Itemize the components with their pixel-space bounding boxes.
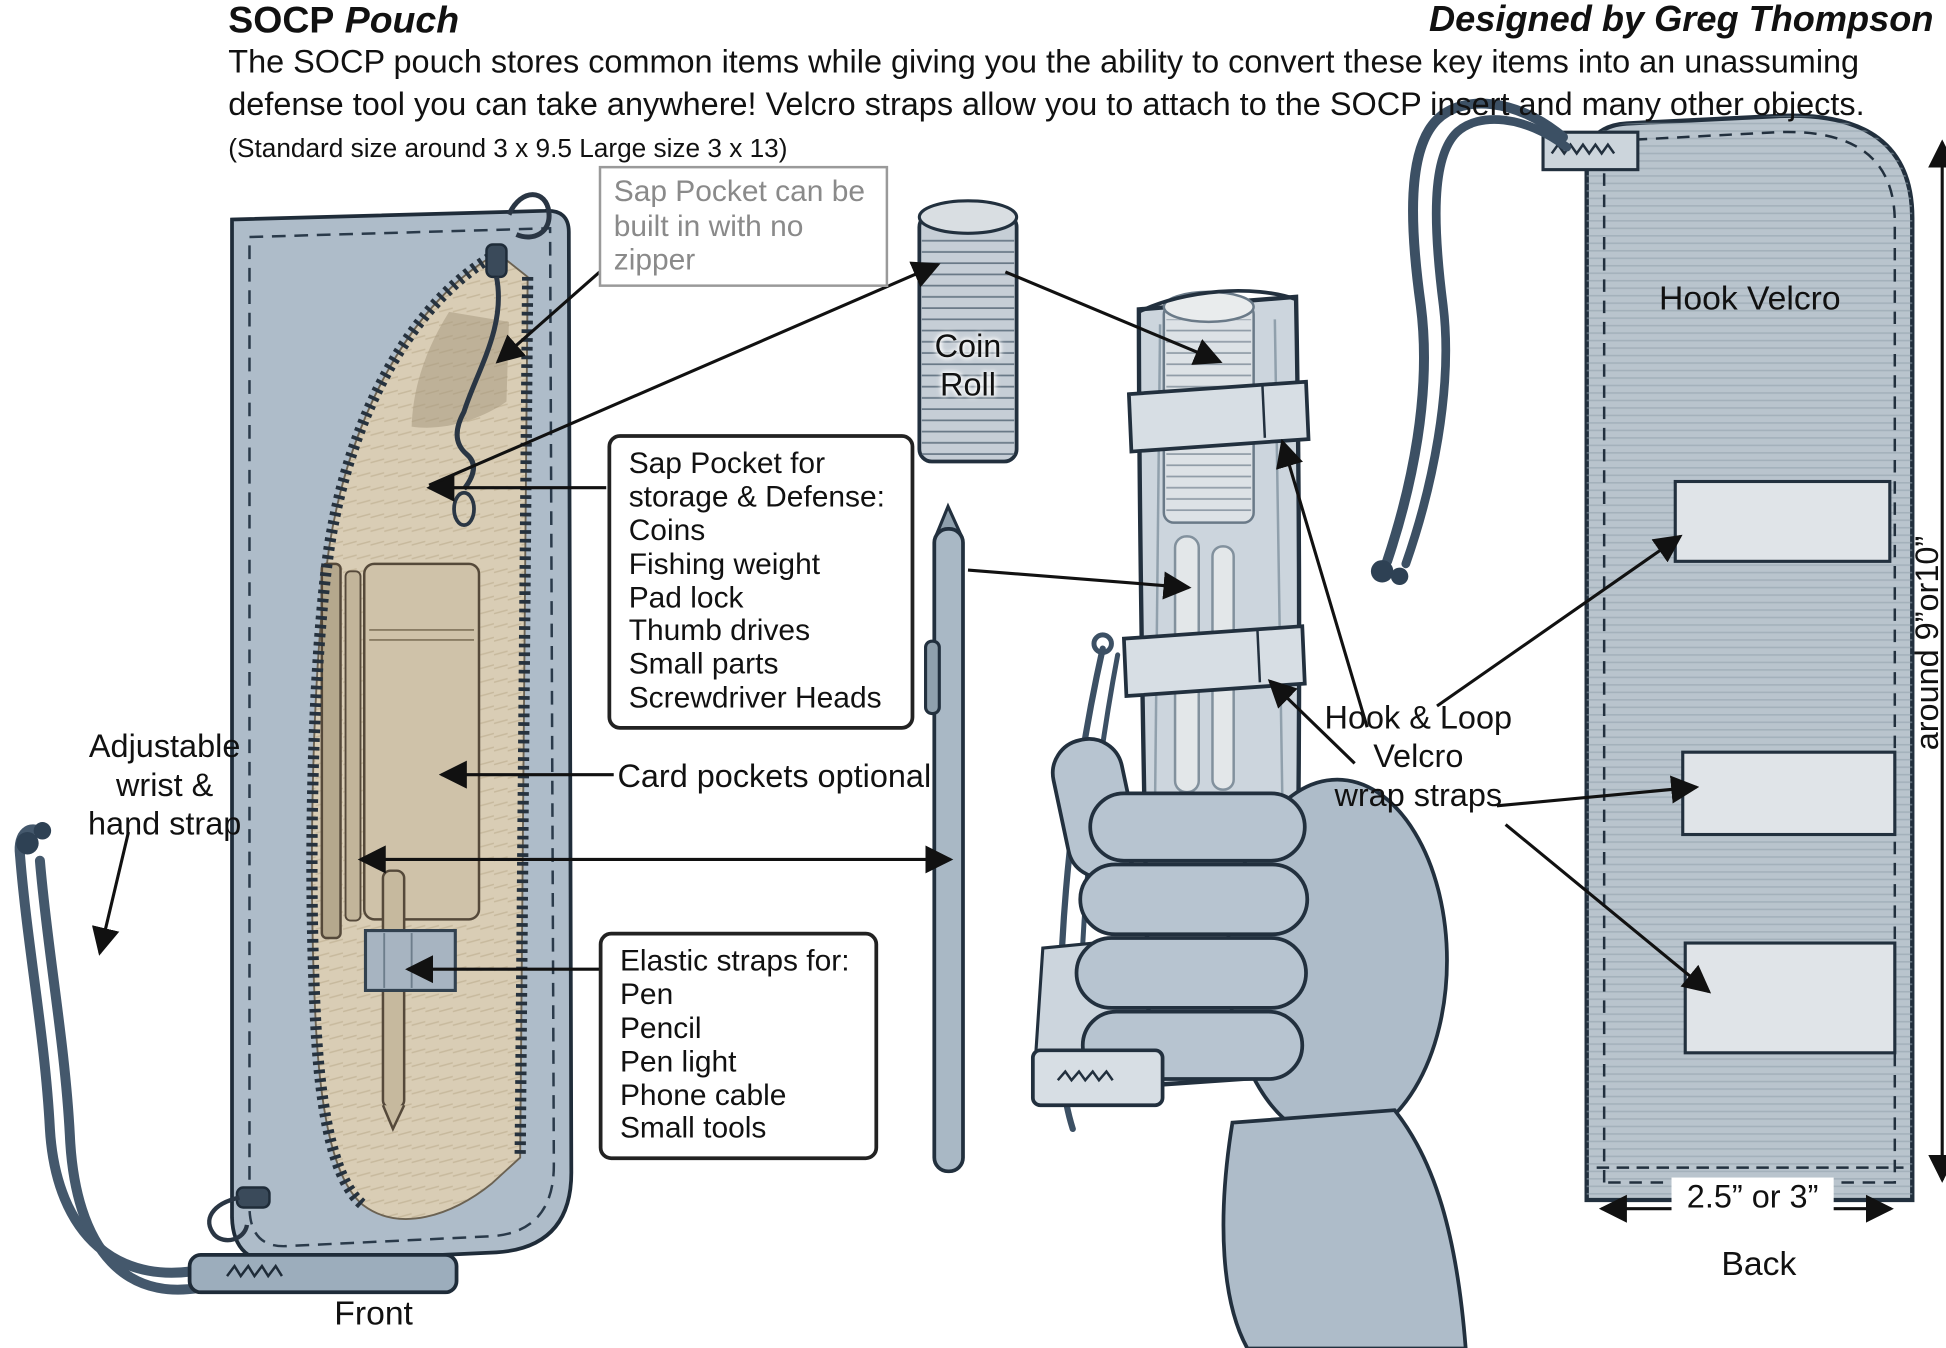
- pen-clip: [924, 639, 941, 716]
- title-main: SOCP: [228, 0, 335, 42]
- velcro-strip-2: [1681, 750, 1897, 837]
- description-text: The SOCP pouch stores common items while…: [228, 42, 1865, 122]
- velcro-strip-1: [1673, 479, 1892, 563]
- designer-credit: Designed by Greg Thompson: [1428, 0, 1934, 40]
- interior-shading: [411, 311, 509, 428]
- lanyard-knot: [1370, 560, 1394, 583]
- lanyard-knot: [1390, 567, 1409, 586]
- arrow-coinroll-to-baton: [1004, 270, 1223, 365]
- rolled-pouch-in-hand: [1030, 288, 1468, 1348]
- page-title: SOCP Pouch: [228, 0, 459, 42]
- elastic-box-item: Phone cable: [619, 1078, 787, 1113]
- width-dimension-label: 2.5” or 3”: [1671, 1177, 1834, 1217]
- coin-roll-label: Coin Roll: [934, 326, 1002, 403]
- back-view-label: Back: [1721, 1244, 1797, 1283]
- sap-box-item: Pad lock: [628, 580, 744, 615]
- hook-velcro-label: Hook Velcro: [1659, 279, 1841, 317]
- elastic-box-title: Elastic straps for:: [619, 944, 850, 978]
- card-pocket: [362, 562, 481, 921]
- sap-box-item: Fishing weight: [628, 547, 821, 581]
- elastic-box-item: Small tools: [619, 1111, 767, 1146]
- size-note: (Standard size around 3 x 9.5 Large size…: [228, 134, 788, 163]
- finger: [1074, 936, 1308, 1010]
- wrist-strap-label: Adjustable wrist & hand strap: [88, 727, 242, 842]
- card-pockets-label: Card pockets optional: [617, 757, 932, 795]
- arrow-hookloop-strap1: [1276, 438, 1369, 728]
- strap-knot: [16, 832, 39, 855]
- sap-pocket-callout: Sap Pocket for storage & Defense: Coins …: [607, 434, 915, 730]
- zipper: [306, 248, 534, 1210]
- velcro-wrap-strap-2: [1121, 624, 1307, 699]
- arrow-to-strip1: [1436, 534, 1683, 708]
- sap-box-item: Small parts: [628, 647, 779, 682]
- front-view-label: Front: [334, 1294, 413, 1333]
- shell-rim: [1138, 288, 1297, 314]
- elastic-straps-callout: Elastic straps for: Pen Pencil Pen light…: [598, 931, 879, 1161]
- stored-pens: [320, 562, 362, 940]
- finger: [1078, 862, 1310, 937]
- elastic-box-item: Pen light: [619, 1044, 737, 1079]
- sap-pocket-note: Sap Pocket can be built in with no zippe…: [598, 165, 889, 287]
- front-velcro-tab: [187, 1253, 459, 1295]
- elastic-strap: [363, 869, 457, 1132]
- velcro-wrap-strap-1: [1126, 379, 1311, 454]
- hook-loop-label: Hook & Loop Velcro wrap straps: [1324, 698, 1513, 814]
- front-pouch: [14, 192, 574, 1295]
- velcro-strip-3: [1683, 941, 1897, 1055]
- pen: [924, 502, 965, 1174]
- elastic-box-item: Pen: [619, 977, 674, 1012]
- arrow-hookloop-strap2: [1267, 679, 1356, 765]
- lanyard-cord: [1382, 98, 1572, 569]
- title-sub: Pouch: [334, 0, 460, 42]
- arrow-pouch-to-coinroll: [428, 261, 941, 487]
- finger: [1088, 791, 1307, 863]
- height-dimension-label: around 9”or10”: [1907, 535, 1946, 751]
- back-pouch: [1370, 98, 1915, 1203]
- strap-knot: [33, 822, 52, 840]
- rolled-velcro-tab: [1030, 1048, 1165, 1108]
- sap-box-item: Screwdriver Heads: [628, 681, 882, 715]
- zipper-pull-bottom: [207, 1186, 271, 1243]
- arrow-to-strip3: [1504, 823, 1712, 994]
- elastic-box-item: Pencil: [619, 1011, 702, 1046]
- description: The SOCP pouch stores common items while…: [228, 41, 1946, 167]
- hand: [1050, 737, 1468, 1348]
- sap-box-item: Thumb drives: [628, 614, 811, 648]
- sap-box-item: Coins: [628, 513, 706, 548]
- arrow-pen-to-baton: [967, 568, 1192, 600]
- arrow-wrist-strap: [91, 831, 130, 956]
- sap-box-title: Sap Pocket for storage & Defense:: [628, 446, 885, 514]
- arrow-to-strip2: [1496, 775, 1700, 808]
- wrist-strap: [14, 824, 228, 1295]
